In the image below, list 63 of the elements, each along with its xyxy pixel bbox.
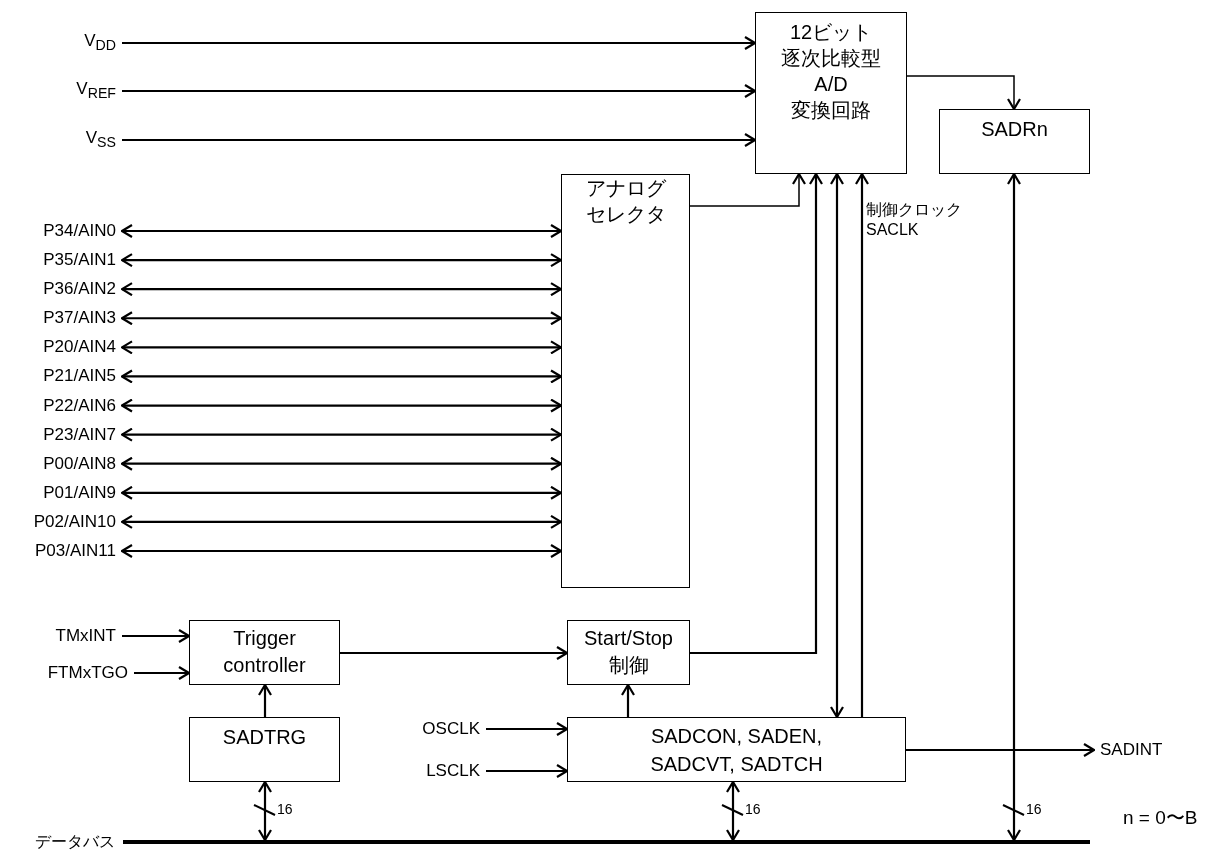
double-arrow	[120, 282, 563, 297]
double-arrow	[120, 485, 563, 500]
double-arrow	[120, 543, 563, 559]
double-arrow	[829, 172, 845, 719]
double-arrow	[1006, 172, 1022, 842]
arrow	[134, 665, 191, 681]
signal-label: V$_{SS}$	[85, 127, 116, 153]
arrow	[906, 742, 1096, 758]
double-arrow	[120, 369, 563, 384]
signal-label: P35/AIN1	[43, 250, 116, 271]
block-box: アナログセレクタ	[561, 174, 690, 588]
arrow	[122, 35, 757, 51]
signal-label: P36/AIN2	[43, 279, 116, 300]
edge-label: 16	[1026, 800, 1042, 819]
signal-label: LSCLK	[426, 761, 480, 781]
edge-label: 16	[745, 800, 761, 819]
signal-label: P02/AIN10	[33, 511, 116, 532]
block-box: Start/Stop 制御	[567, 620, 690, 685]
double-arrow	[120, 253, 563, 268]
signal-label: OSCLK	[422, 719, 480, 739]
note-text: n = 0〜B	[1123, 808, 1198, 828]
block-box: SADCON, SADEN, SADCVT, SADTCH	[567, 717, 906, 782]
signal-label: FTMxTGO	[47, 663, 128, 683]
edge-label: 16	[277, 800, 293, 819]
signal-label: P00/AIN8	[43, 453, 116, 474]
signal-label: P01/AIN9	[43, 482, 116, 503]
arrow	[122, 83, 757, 99]
signal-label: P34/AIN0	[43, 221, 116, 241]
double-arrow	[257, 780, 273, 842]
bus-label: データバス	[35, 833, 115, 851]
signal-label: P23/AIN7	[43, 424, 116, 445]
arrow	[689, 172, 807, 207]
arrow	[620, 683, 636, 717]
arrow	[122, 132, 757, 148]
signal-label: P22/AIN6	[43, 395, 116, 416]
signal-label: P03/AIN11	[35, 541, 116, 561]
block-box: 12ビット逐次比較型A/D変換回路	[755, 12, 907, 174]
block-box: SADTRG	[189, 717, 340, 782]
arrow	[340, 645, 569, 661]
block-box: Trigger controller	[189, 620, 340, 685]
signal-label: TMxINT	[55, 626, 116, 646]
block-box: SADRn	[939, 109, 1090, 174]
arrow	[690, 172, 824, 655]
arrow	[122, 628, 191, 644]
arrow	[257, 683, 273, 717]
signal-label: P20/AIN4	[43, 337, 116, 358]
double-arrow	[120, 514, 563, 529]
double-arrow	[120, 340, 563, 355]
double-arrow	[120, 398, 563, 413]
double-arrow	[120, 427, 563, 442]
arrow	[854, 172, 870, 717]
signal-label: P21/AIN5	[43, 366, 116, 387]
arrow	[906, 75, 1022, 111]
signal-label: SADINT	[1100, 740, 1163, 760]
signal-label: V$_{DD}$	[84, 30, 116, 56]
signal-label: V$_{REF}$	[76, 78, 116, 104]
double-arrow	[120, 311, 563, 326]
arrow	[486, 763, 569, 779]
signal-label: P37/AIN3	[43, 308, 116, 329]
arrow	[486, 721, 569, 737]
double-arrow	[120, 456, 563, 471]
double-arrow	[120, 223, 563, 239]
double-arrow	[725, 780, 741, 842]
